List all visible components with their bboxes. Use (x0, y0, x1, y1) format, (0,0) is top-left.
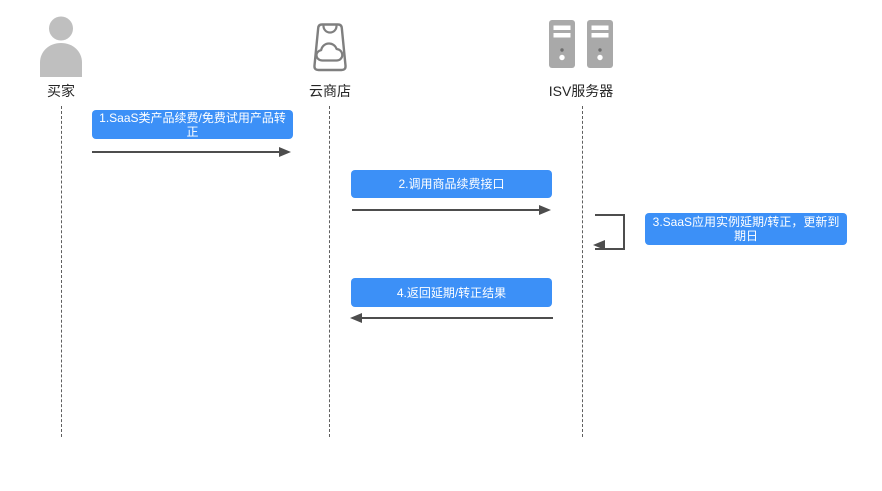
person-icon (36, 15, 86, 82)
message-arrow-4-line (362, 317, 553, 319)
message-arrow-4-head (350, 313, 362, 323)
message-arrow-3-head (593, 240, 605, 250)
store-bag-icon (307, 22, 353, 77)
lifeline-buyer (61, 106, 62, 437)
message-arrow-2-head (539, 205, 551, 215)
actor-label-buyer: 买家 (47, 83, 75, 99)
message-arrow-1-line (92, 151, 280, 153)
message-arrow-1-head (279, 147, 291, 157)
message-arrow-2-line (352, 209, 540, 211)
actor-label-cloud-store: 云商店 (309, 83, 351, 99)
actor-label-isv-server: ISV服务器 (548, 83, 614, 99)
message-box-3: 3.SaaS应用实例延期/转正，更新到期日 (645, 213, 847, 245)
lifeline-isv-server (582, 106, 583, 437)
message-box-1: 1.SaaS类产品续费/免费试用产品转正 (92, 110, 293, 139)
server-towers-icon (549, 20, 613, 73)
message-box-2: 2.调用商品续费接口 (351, 170, 552, 198)
lifeline-cloud-store (329, 106, 330, 437)
message-arrow-3-self-loop (595, 214, 625, 250)
message-box-4: 4.返回延期/转正结果 (351, 278, 552, 307)
